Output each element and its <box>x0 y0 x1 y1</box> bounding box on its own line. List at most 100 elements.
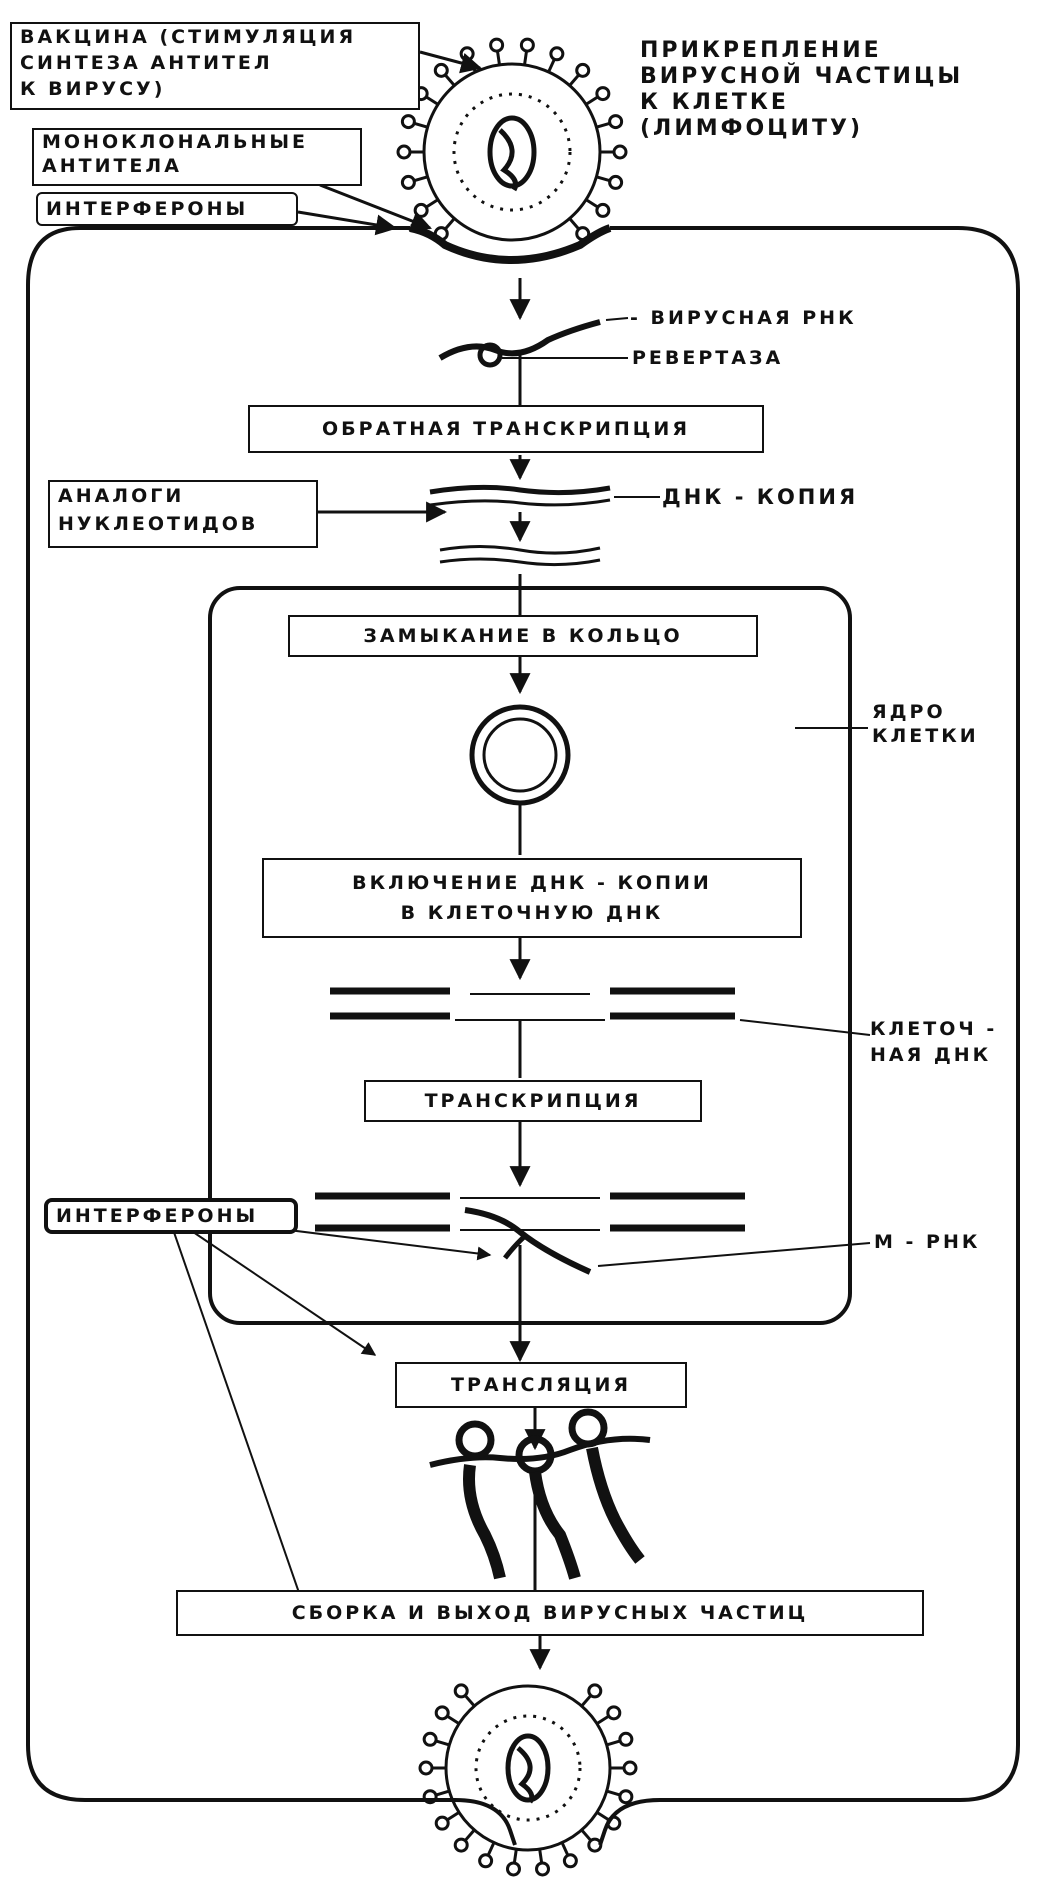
virus-spike-knob <box>489 37 505 53</box>
virus-spike-stalk <box>568 73 580 87</box>
virus-spike-stalk <box>547 58 556 73</box>
virus-spike-knob <box>606 1705 622 1721</box>
revertase-label: РЕВЕРТАЗА <box>632 347 784 369</box>
virus-spike-knob <box>478 1853 494 1869</box>
virus-spike-knob <box>505 1861 521 1877</box>
step-translation: ТРАНСЛЯЦИЯ <box>395 1362 687 1408</box>
cell-dna-line-2: НАЯ ДНК <box>870 1044 992 1066</box>
viral-rna-label: - ВИРУСНАЯ РНК <box>630 307 857 329</box>
virus-spike-stalk <box>413 175 428 183</box>
virus-spike-knob <box>575 62 591 78</box>
virus-spike-stalk <box>568 217 580 231</box>
virus-spike-knob <box>608 174 624 190</box>
virus-spike-stalk <box>425 198 439 209</box>
mrna-strand <box>464 1207 592 1275</box>
nucleus-membrane <box>208 586 852 1325</box>
virus-spike-knob <box>606 1815 622 1831</box>
virus-spike-stalk <box>580 1694 593 1708</box>
monoclonal-line-1: МОНОКЛОНАЛЬНЫЕ <box>42 131 309 153</box>
virus-spike-stalk <box>435 1789 450 1797</box>
virus-spike-stalk <box>425 95 439 106</box>
virus-spikes-top <box>396 37 628 242</box>
cell-dna-line-1: КЛЕТОЧ - <box>870 1018 998 1040</box>
virus-spike-knob <box>562 1853 578 1869</box>
virus-spike-stalk <box>596 175 611 183</box>
virus-spike-knob <box>549 46 565 62</box>
virus-spike-stalk <box>444 73 456 87</box>
virus-spike-knob <box>400 114 416 130</box>
nucleus-line-1: ЯДРО <box>872 701 946 723</box>
circular-dna-inner <box>482 717 558 793</box>
cellular-dna-2 <box>315 1192 745 1232</box>
vaccine-line-2: СИНТЕЗА АНТИТЕЛ <box>20 52 273 74</box>
virus-spike-knob <box>519 37 535 53</box>
virus-spike-knob <box>618 1789 634 1805</box>
virus-spike-stalk <box>538 1848 544 1864</box>
virus-spike-stalk <box>580 1828 593 1842</box>
virus-spike-stalk <box>495 50 501 66</box>
virus-spike-knob <box>434 1815 450 1831</box>
virus-spike-knob <box>396 144 412 160</box>
attachment-line-2: ВИРУСНОЙ ЧАСТИЦЫ <box>640 64 964 89</box>
dna-copy-strand-1 <box>429 484 611 496</box>
nucleus-label: ЯДРО КЛЕТКИ <box>872 700 979 748</box>
dna-copy-strand-3 <box>439 545 601 555</box>
virus-spike-knob <box>433 226 449 242</box>
virus-spike-knob <box>587 1683 603 1699</box>
step-circularization-label: ЗАМЫКАНИЕ В КОЛЬЦО <box>363 625 683 647</box>
monoclonal-antibodies-box: МОНОКЛОНАЛЬНЫЕ АНТИТЕЛА <box>32 128 362 186</box>
vaccine-box: ВАКЦИНА (СТИМУЛЯЦИЯ СИНТЕЗА АНТИТЕЛ К ВИ… <box>10 22 420 110</box>
virus-spike-knob <box>418 1760 434 1776</box>
step-circularization: ЗАМЫКАНИЕ В КОЛЬЦО <box>288 615 758 657</box>
virus-spike-stalk <box>606 1789 621 1797</box>
attachment-label: ПРИКРЕПЛЕНИЕ ВИРУСНОЙ ЧАСТИЦЫ К КЛЕТКЕ (… <box>640 38 963 142</box>
virus-spike-stalk <box>444 217 456 231</box>
virus-spike-knob <box>618 1731 634 1747</box>
step-reverse-transcription-label: ОБРАТНАЯ ТРАНСКРИПЦИЯ <box>322 418 690 440</box>
circular-dna-outer <box>469 704 571 806</box>
revertase-enzyme <box>477 342 503 368</box>
nucleotide-analogs-line-2: НУКЛЕОТИДОВ <box>58 513 259 535</box>
virus-spike-knob <box>608 114 624 130</box>
virus-spike-knob <box>434 1705 450 1721</box>
virus-spike-stalk <box>446 1714 460 1725</box>
virus-spike-knob <box>453 1837 469 1853</box>
cellular-dna-1 <box>330 987 735 1021</box>
virus-spike-stalk <box>446 1811 460 1822</box>
virus-spike-knob <box>433 62 449 78</box>
virus-spike-knob <box>453 1683 469 1699</box>
step-assembly: СБОРКА И ВЫХОД ВИРУСНЫХ ЧАСТИЦ <box>176 1590 924 1636</box>
interferons-top-label: ИНТЕРФЕРОНЫ <box>46 198 249 220</box>
virus-spike-stalk <box>560 1841 570 1856</box>
virus-spike-stalk <box>435 1739 450 1747</box>
vaccine-line-1: ВАКЦИНА (СТИМУЛЯЦИЯ <box>20 26 357 48</box>
virus-spike-knob <box>622 1760 638 1776</box>
step-transcription-label: ТРАНСКРИПЦИЯ <box>424 1090 642 1112</box>
virus-spike-knob <box>459 46 475 62</box>
virus-spike-stalk <box>512 1848 518 1864</box>
virus-spike-stalk <box>486 1841 496 1856</box>
virus-spike-knob <box>400 174 416 190</box>
virus-spike-stalk <box>596 121 611 129</box>
polysome <box>429 1408 651 1580</box>
step-translation-label: ТРАНСЛЯЦИЯ <box>450 1374 631 1396</box>
virus-spike-knob <box>575 226 591 242</box>
virus-particle-bottom <box>444 1684 612 1852</box>
virus-spike-knob <box>422 1789 438 1805</box>
nucleotide-analogs-box: АНАЛОГИ НУКЛЕОТИДОВ <box>48 480 318 548</box>
virus-spike-stalk <box>523 50 529 66</box>
step-integration-line-2: В КЛЕТОЧНУЮ ДНК <box>400 902 664 924</box>
nucleus-line-2: КЛЕТКИ <box>872 725 979 747</box>
nucleotide-analogs-line-1: АНАЛОГИ <box>58 485 185 507</box>
membrane-dip <box>409 224 612 264</box>
virus-spike-knob <box>413 202 429 218</box>
step-reverse-transcription: ОБРАТНАЯ ТРАНСКРИПЦИЯ <box>248 405 764 453</box>
virus-spike-stalk <box>596 1714 610 1725</box>
virus-particle-top <box>422 62 602 242</box>
virus-spike-knob <box>587 1837 603 1853</box>
virus-spikes-bottom <box>418 1683 638 1877</box>
cell-membrane <box>26 226 1020 1846</box>
virus-spike-stalk <box>585 95 599 106</box>
